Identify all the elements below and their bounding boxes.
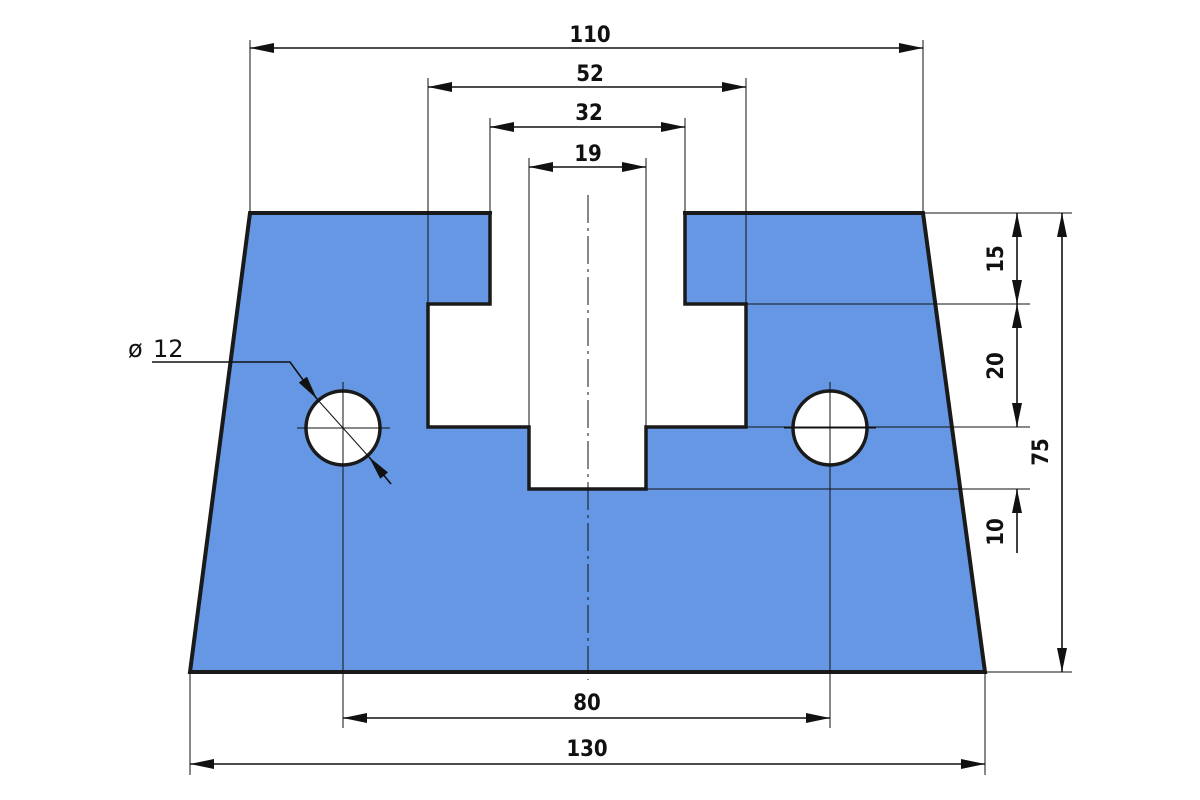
dim-20-label: 20 bbox=[984, 352, 1009, 380]
diameter-symbol: ø bbox=[128, 335, 143, 363]
extension-lines bbox=[189, 40, 1072, 775]
dim-15-label: 15 bbox=[984, 245, 1009, 273]
diameter-leader-tail bbox=[368, 456, 392, 485]
diameter-leader bbox=[152, 361, 318, 400]
dim-80-label: 80 bbox=[573, 691, 601, 716]
dim-19-label: 19 bbox=[574, 142, 602, 167]
dim-52-label: 52 bbox=[576, 62, 604, 87]
diameter-leader-through bbox=[316, 398, 370, 458]
diameter-label: 12 bbox=[153, 335, 184, 363]
dim-110-label: 110 bbox=[569, 23, 610, 48]
dim-75-label: 75 bbox=[1029, 438, 1054, 466]
dim-32-label: 32 bbox=[575, 101, 603, 126]
dim-130-label: 130 bbox=[566, 737, 607, 762]
dimension-lines bbox=[152, 43, 1067, 769]
dim-10-label: 10 bbox=[984, 518, 1009, 546]
